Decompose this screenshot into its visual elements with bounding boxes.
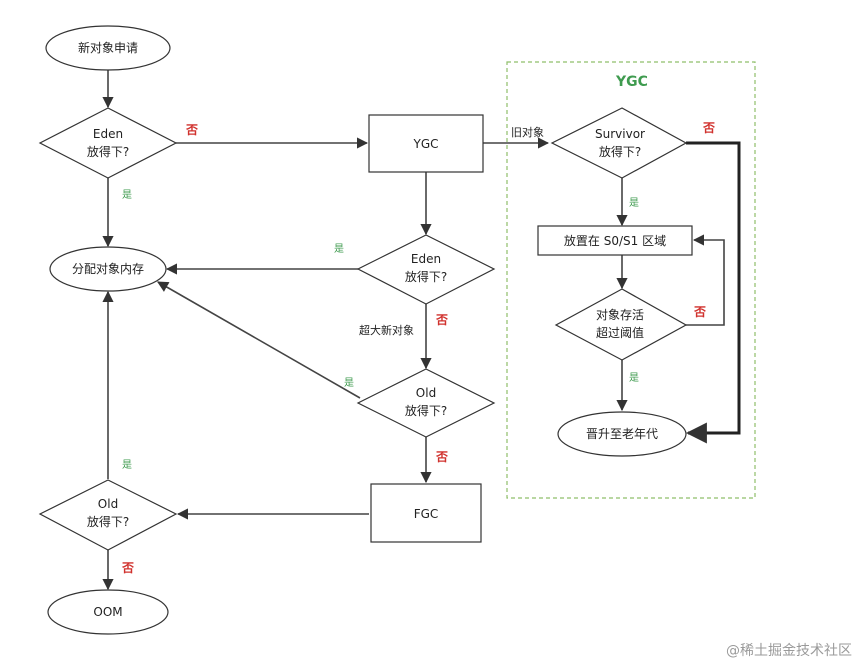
label-huge-object: 超大新对象: [359, 323, 414, 337]
node-alive-check: 对象存活 超过阈值: [554, 288, 688, 361]
watermark: @稀土掘金技术社区: [726, 643, 852, 659]
node-ygc-box: YGC: [368, 114, 484, 173]
node-old-check: Old 放得下?: [356, 368, 496, 438]
node-allocate: 分配对象内存: [49, 246, 167, 292]
node-old-check-2-line1: Old: [98, 497, 118, 511]
label-eden-no: 否: [185, 123, 198, 137]
label-survivor-no: 否: [702, 121, 715, 135]
label-old2-no: 否: [121, 561, 134, 575]
edge-old-yes: [157, 281, 361, 399]
node-fgc-box-label: FGC: [414, 507, 439, 521]
label-old-yes: 是: [344, 377, 354, 389]
label-old-no: 否: [435, 450, 448, 464]
node-eden-check-line1: Eden: [93, 127, 123, 141]
label-alive-yes: 是: [629, 372, 639, 384]
edge-alive-no: [686, 234, 725, 326]
label-eden2-no: 否: [435, 313, 448, 327]
node-survivor-check-line1: Survivor: [595, 127, 645, 141]
label-old2-yes: 是: [122, 459, 132, 471]
node-put-s0s1-label: 放置在 S0/S1 区域: [564, 233, 666, 248]
node-survivor-check: Survivor 放得下?: [550, 107, 688, 179]
node-old-check-2: Old 放得下?: [38, 479, 178, 551]
ygc-group-box: [506, 61, 756, 499]
node-eden-check-2-line2: 放得下?: [405, 269, 447, 284]
node-allocate-label: 分配对象内存: [72, 262, 144, 276]
node-oom-label: OOM: [93, 605, 122, 619]
ygc-group-title: YGC: [615, 74, 648, 90]
label-survivor-yes: 是: [629, 197, 639, 209]
node-old-check-line2: 放得下?: [405, 403, 447, 418]
node-promote-old-label: 晋升至老年代: [586, 427, 658, 441]
node-eden-check-2: Eden 放得下?: [356, 234, 496, 305]
node-eden-check-2-line1: Eden: [411, 252, 441, 266]
node-put-s0s1: 放置在 S0/S1 区域: [537, 225, 693, 256]
node-alive-check-line1: 对象存活: [596, 308, 644, 322]
node-promote-old: 晋升至老年代: [557, 411, 687, 457]
node-new-request-label: 新对象申请: [78, 40, 138, 55]
node-fgc-box: FGC: [370, 483, 482, 543]
node-eden-check: Eden 放得下?: [38, 107, 178, 179]
label-eden2-yes: 是: [334, 243, 344, 255]
label-alive-no: 否: [693, 305, 706, 319]
node-ygc-box-label: YGC: [412, 137, 438, 151]
label-old-object: 旧对象: [511, 125, 544, 139]
label-eden-yes: 是: [122, 189, 132, 201]
node-alive-check-line2: 超过阈值: [596, 325, 644, 340]
node-survivor-check-line2: 放得下?: [599, 144, 641, 159]
node-oom: OOM: [47, 589, 169, 635]
node-old-check-line1: Old: [416, 386, 436, 400]
node-old-check-2-line2: 放得下?: [87, 514, 129, 529]
edge-survivor-no: [685, 141, 741, 444]
node-eden-check-line2: 放得下?: [87, 144, 129, 159]
node-new-request: 新对象申请: [45, 25, 171, 71]
